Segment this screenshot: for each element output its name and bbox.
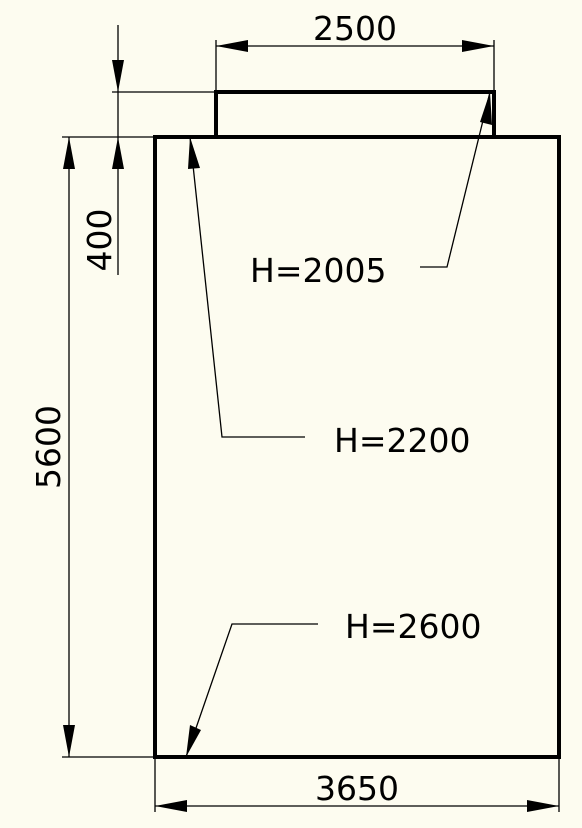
top-dim-arrow-right <box>462 40 494 52</box>
top-left-height-leader <box>189 136 305 438</box>
top-left-height-leader-arrow <box>188 137 200 169</box>
offset-dim-arrow-top <box>112 60 124 92</box>
annex-height-leader <box>420 91 491 268</box>
bottom-dim-arrow-left <box>155 800 187 812</box>
bottom-left-height-label: H=2600 <box>345 607 481 646</box>
bottom-left-height-leader <box>185 623 318 758</box>
bottom-left-height-leader-arrow <box>186 725 201 757</box>
left-dim-arrow-top <box>63 137 75 169</box>
annex-outline <box>214 90 496 137</box>
top-dim-label: 2500 <box>313 9 397 48</box>
left-dim-arrow-bottom <box>63 725 75 757</box>
offset-dim-arrow-bottom <box>112 137 124 169</box>
main-room-outline <box>153 135 561 759</box>
top-left-height-label: H=2200 <box>334 421 470 460</box>
annex-height-leader-arrow <box>480 92 492 125</box>
left-dim-label: 5600 <box>29 405 68 489</box>
annex-height-label: H=2005 <box>250 251 386 290</box>
top-dim-arrow-left <box>216 40 248 52</box>
bottom-dim-label: 3650 <box>315 769 399 808</box>
offset-dim-label: 400 <box>80 209 119 272</box>
bottom-dim-arrow-right <box>527 800 559 812</box>
